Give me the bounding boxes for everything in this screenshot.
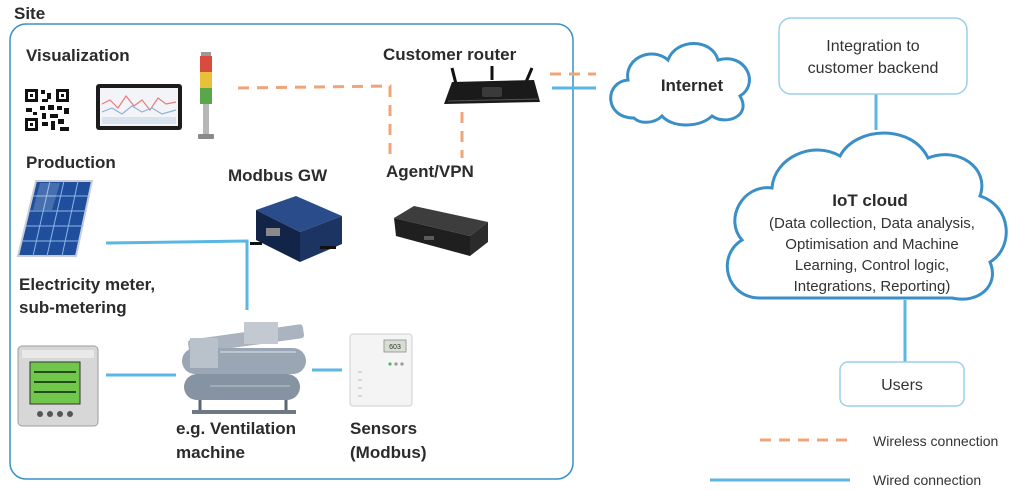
internet-cloud-shape [609,42,751,127]
site-title: Site [14,4,45,23]
site-boundary [9,23,574,480]
iot-cloud-line-3: Learning, Control logic, [795,257,949,274]
sensor-display-reading: 603 [389,344,401,351]
router-icon [444,66,540,104]
electricity-meter-label-line1: Electricity meter, [19,275,155,294]
iot-cloud-title: IoT cloud [832,191,908,210]
modbus-gateway-icon [250,196,342,262]
signal-tower-light-icon [198,52,214,139]
legend-wired-label: Wired connection [873,472,981,488]
wireless-connections [237,72,596,158]
dashboard-tablet-icon [96,84,182,130]
agent-vpn-label: Agent/VPN [386,162,474,181]
sensor-device-icon: 603 [349,333,413,407]
internet-cloud: Internet [609,42,751,127]
visualization-label: Visualization [26,46,130,65]
users-label: Users [881,377,923,394]
legend: Wireless connection Wired connection [710,433,998,488]
integration-label-line1: Integration to [826,38,920,55]
ventilation-machine-icon [182,322,306,414]
wired-connections [105,86,907,377]
modbus-gw-label: Modbus GW [228,166,328,185]
wireless-link-visualization-router [237,84,392,158]
electricity-meter-label-line2: sub-metering [19,298,127,317]
iot-cloud: IoT cloud (Data collection, Data analysi… [725,131,1008,301]
legend-wireless-label: Wireless connection [873,433,998,449]
solar-panel-icon [16,180,94,257]
sensors-label-line2: (Modbus) [350,443,426,462]
iot-cloud-line-1: (Data collection, Data analysis, [769,215,975,232]
integration-box [778,17,968,95]
wired-link-production-gateway [105,239,249,310]
iot-cloud-shape [725,131,1008,301]
ventilation-label-line1: e.g. Ventilation [176,419,296,438]
internet-label: Internet [661,76,724,95]
iot-cloud-line-2: Optimisation and Machine [785,236,958,253]
customer-router-label: Customer router [383,45,517,64]
integration-label-line2: customer backend [808,60,939,77]
ventilation-label-line2: machine [176,443,245,462]
qr-code-icon [24,88,70,132]
production-label: Production [26,153,116,172]
agent-vpn-device-icon [394,206,488,256]
iot-cloud-line-4: Integrations, Reporting) [794,278,951,295]
users-box [839,361,965,407]
sensors-label-line1: Sensors [350,419,417,438]
electricity-meter-icon [17,345,99,427]
